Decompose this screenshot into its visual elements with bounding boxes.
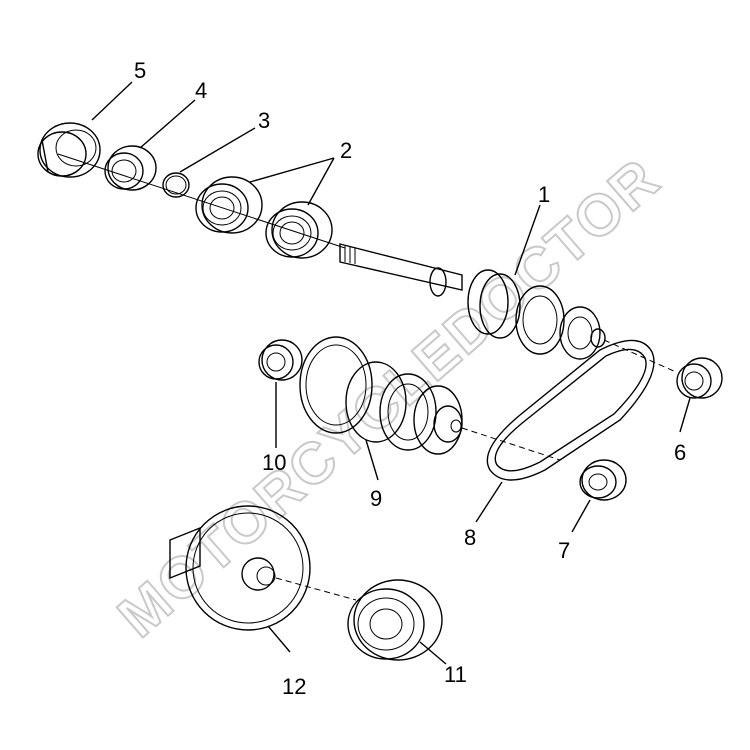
callout-7: 7 [558, 538, 570, 563]
watermark-text: MOTORCYCLEDOCTOR [106, 146, 672, 650]
oil-seal-part-5 [37, 122, 101, 178]
callout-9: 9 [370, 486, 382, 511]
bearing-part-2a [195, 176, 263, 234]
callout-4: 4 [195, 78, 207, 103]
circlip-part-3 [162, 172, 190, 198]
main-shaft-part-1 [339, 243, 606, 360]
callout-8: 8 [464, 525, 476, 550]
bearing-part-6 [676, 357, 723, 399]
bearing-part-7 [579, 459, 627, 501]
bearing-part-2b [265, 201, 333, 259]
bearing-part-10 [258, 339, 303, 381]
callout-11: 11 [444, 662, 467, 687]
callout-5: 5 [134, 58, 146, 83]
bearing-part-11 [347, 579, 443, 661]
callout-6: 6 [674, 440, 686, 465]
callout-3: 3 [258, 108, 270, 133]
callout-2: 2 [340, 138, 352, 163]
drive-chain-part-8 [486, 339, 655, 481]
callout-10: 10 [262, 450, 286, 475]
leader-lines [91, 81, 691, 665]
gear-part-12 [169, 505, 311, 631]
callout-12: 12 [282, 674, 306, 699]
collar-part-4 [104, 145, 157, 191]
callout-1: 1 [538, 182, 550, 207]
countershaft-part-9 [299, 336, 463, 455]
